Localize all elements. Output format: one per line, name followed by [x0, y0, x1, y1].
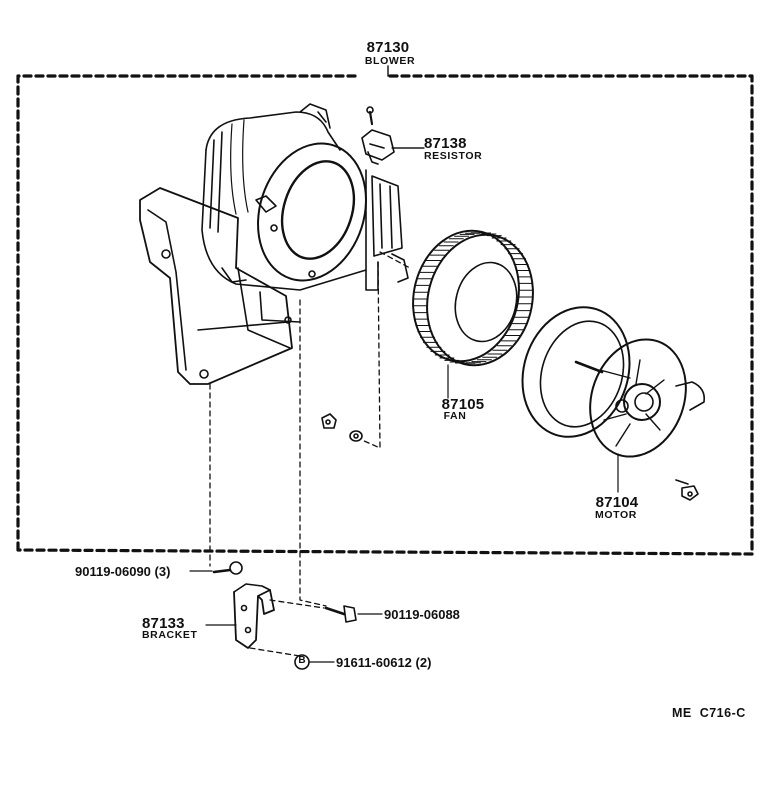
fan-part-name: FAN	[443, 410, 467, 422]
bracket-part-name: BRACKET	[142, 629, 198, 641]
resistor-part-name: RESISTOR	[424, 150, 483, 162]
motor-part-name: MOTOR	[595, 509, 637, 521]
fan-part-number: 87105	[441, 396, 485, 413]
blower-part-number: 87130	[366, 39, 410, 56]
motor-gasket	[521, 306, 631, 438]
screw-90119-06088	[324, 605, 357, 623]
fan-motor	[574, 338, 706, 493]
diagram-code: ME C716-C	[672, 706, 746, 720]
nut-small	[321, 413, 337, 429]
nut-91611-60612-label: 91611-60612 (2)	[336, 655, 432, 670]
assembly-lines	[209, 251, 411, 657]
washer-small	[349, 430, 363, 442]
bracket	[233, 583, 275, 649]
blower-case	[139, 103, 409, 385]
bracket-part-number: 87133	[142, 615, 185, 632]
screw-motor	[675, 479, 699, 501]
assembly-boundary	[16, 74, 754, 556]
motor-part-number: 87104	[595, 494, 639, 511]
blower-outlet-ring	[257, 142, 367, 282]
screw-90119-06090-label: 90119-06090 (3)	[75, 564, 171, 579]
fan-wheel	[412, 229, 534, 399]
screw-90119-06090	[212, 561, 243, 575]
blower-part-name: BLOWER	[364, 55, 416, 67]
resistor-part-number: 87138	[424, 135, 467, 152]
resistor	[361, 106, 425, 165]
nut-marker-letter: B	[298, 655, 306, 666]
screw-90119-06088-label: 90119-06088	[384, 607, 460, 622]
